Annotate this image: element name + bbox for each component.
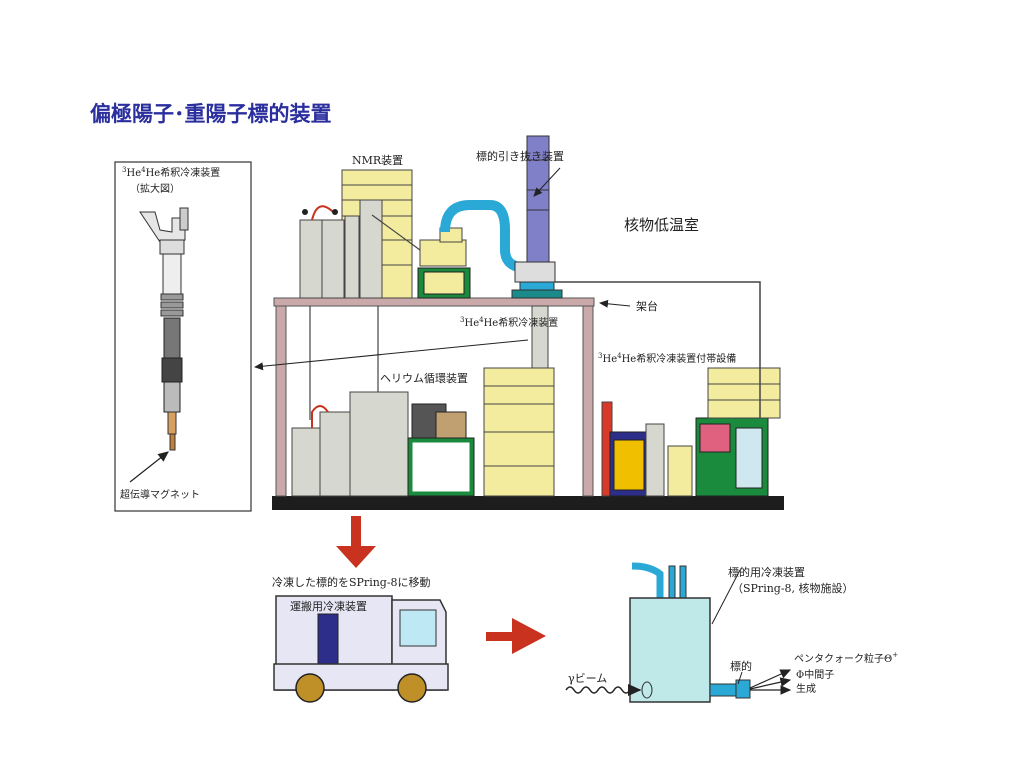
main-apparatus: NMR装置 標的引き抜き装置 核物低温室 架台 3He4He希釈冷凍装置 ヘリウ… [254, 135, 784, 510]
transport-truck: 冷凍した標的をSPring-8に移動 運搬用冷凍装置 [272, 575, 449, 703]
svg-text:生成: 生成 [796, 682, 816, 695]
svg-text:冷凍した標的をSPring-8に移動: 冷凍した標的をSPring-8に移動 [272, 575, 431, 589]
svg-text:標的引き抜き装置: 標的引き抜き装置 [476, 149, 564, 163]
helium-circulation-tanks [291, 391, 409, 497]
gas-tanks-upper [299, 199, 383, 299]
svg-text:（拡大図）: （拡大図） [130, 182, 180, 195]
vacuum-pump-unit [417, 227, 471, 299]
target-cryostat: 標的用冷凍装置 （SPring-8, 核物施設） 標的 ペンタクォーク粒子Θ+ … [565, 562, 898, 703]
svg-text:3He4He希釈冷凍装置: 3He4He希釈冷凍装置 [460, 316, 558, 329]
svg-text:ペンタクォーク粒子Θ+: ペンタクォーク粒子Θ+ [794, 651, 898, 665]
target-extraction-column [511, 135, 563, 299]
svg-text:3He4He希釈冷凍装置: 3He4He希釈冷凍装置 [122, 166, 220, 179]
svg-text:架台: 架台 [636, 299, 658, 313]
auxiliary-equipment [601, 367, 781, 497]
svg-text:超伝導マグネット: 超伝導マグネット [120, 488, 200, 501]
svg-text:標的: 標的 [730, 659, 752, 673]
svg-text:Φ中間子: Φ中間子 [796, 668, 834, 681]
svg-text:運搬用冷凍装置: 運搬用冷凍装置 [290, 599, 367, 613]
svg-text:核物低温室: 核物低温室 [624, 216, 699, 234]
svg-text:（SPring-8, 核物施設）: （SPring-8, 核物施設） [732, 581, 854, 595]
svg-text:標的用冷凍装置: 標的用冷凍装置 [728, 565, 805, 579]
page-title: 偏極陽子･重陽子標的装置 [90, 102, 332, 126]
compressor-unit [407, 403, 475, 497]
cryostat-magnified-icon [139, 207, 189, 451]
down-arrow-icon [336, 516, 376, 568]
svg-text:ヘリウム循環装置: ヘリウム循環装置 [380, 372, 468, 385]
right-arrow-icon [486, 618, 546, 654]
magnified-view-panel: 3He4He希釈冷凍装置 （拡大図） 超伝導マグネット [114, 161, 252, 512]
svg-text:NMR装置: NMR装置 [352, 154, 403, 167]
svg-text:3He4He希釈冷凍装置付帯設備: 3He4He希釈冷凍装置付帯設備 [598, 352, 736, 365]
control-cabinet [483, 367, 555, 497]
svg-text:γビーム: γビーム [568, 672, 607, 685]
